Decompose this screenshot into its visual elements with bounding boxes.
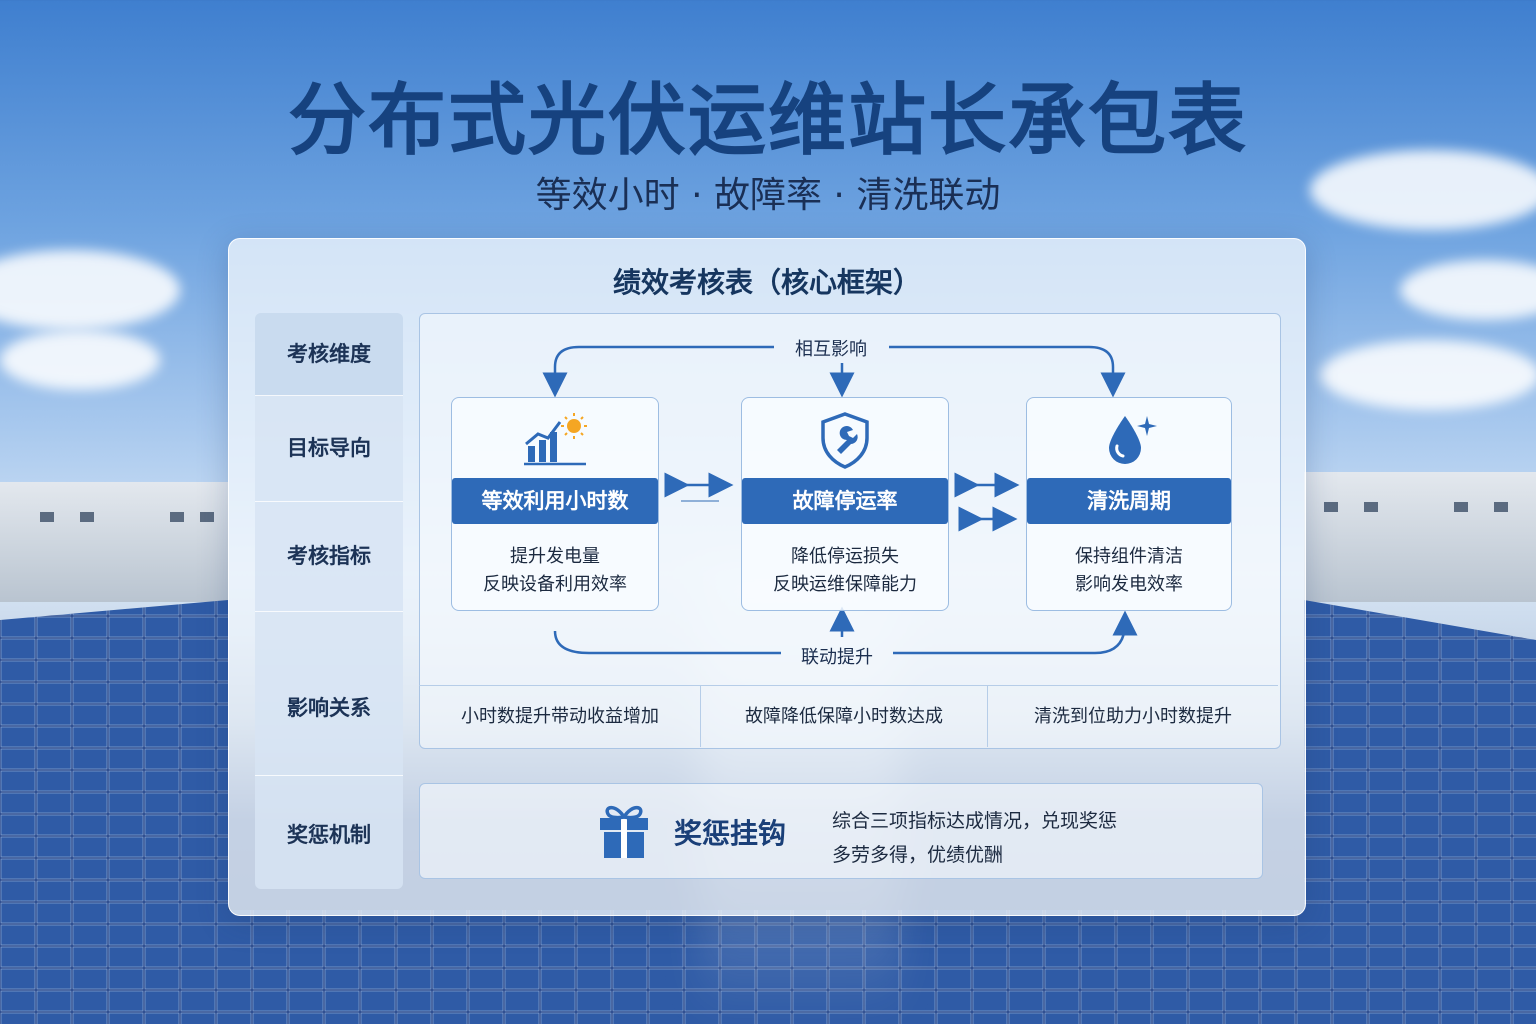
dimension-label: 考核维度 xyxy=(255,313,403,396)
relation-divider xyxy=(987,685,988,747)
kpi-card-equivalent-hours: 等效利用小时数 提升发电量 反映设备利用效率 xyxy=(451,397,659,611)
chart-sun-icon xyxy=(524,413,587,466)
reward-line: 多劳多得，优绩优酬 xyxy=(832,844,1004,866)
bottom-flow-label: 联动提升 xyxy=(801,647,873,668)
card-title: 故障停运率 xyxy=(742,478,948,524)
kpi-card-fault-rate: 故障停运率 降低停运损失 反映运维保障能力 xyxy=(741,397,949,611)
panel-title: 绩效考核表（核心框架） xyxy=(612,266,921,299)
relation-cell: 清洗到位助力小时数提升 xyxy=(988,685,1278,748)
card-title: 清洗周期 xyxy=(1027,478,1231,524)
gift-icon xyxy=(600,805,648,858)
card-title: 等效利用小时数 xyxy=(452,478,658,524)
water-drop-icon xyxy=(1109,416,1157,464)
card-line: 保持组件清洁 xyxy=(1075,546,1183,567)
card-line: 影响发电效率 xyxy=(1075,574,1183,595)
card-line: 反映运维保障能力 xyxy=(773,574,917,595)
reward-title: 奖惩挂钩 xyxy=(674,817,787,850)
dimension-label: 影响关系 xyxy=(255,611,403,776)
cloud xyxy=(0,330,160,390)
cloud xyxy=(0,250,180,330)
page-subtitle: 等效小时 · 故障率 · 清洗联动 xyxy=(535,175,1001,216)
shield-wrench-icon xyxy=(821,412,869,469)
dimension-label: 奖惩机制 xyxy=(287,823,371,847)
relation-divider xyxy=(700,685,701,747)
kpi-panel: 绩效考核表（核心框架） 考核维度 目标导向 考核指标 影响关系 奖惩机制 相互影… xyxy=(228,238,1306,916)
card-line: 降低停运损失 xyxy=(791,546,899,567)
relation-cell: 故障降低保障小时数达成 xyxy=(701,685,987,748)
kpi-card-cleaning-cycle: 清洗周期 保持组件清洁 影响发电效率 xyxy=(1026,397,1232,611)
dimension-label: 目标导向 xyxy=(255,395,403,502)
dimension-label: 考核指标 xyxy=(255,501,403,612)
building-right xyxy=(1304,472,1536,602)
reward-box: 奖惩挂钩 综合三项指标达成情况，兑现奖惩 多劳多得，优绩优酬 xyxy=(419,783,1263,879)
relation-cell: 小时数提升带动收益增加 xyxy=(419,685,701,748)
flow-arrows xyxy=(542,345,1138,655)
card-line: 提升发电量 xyxy=(510,546,600,567)
cloud xyxy=(1400,260,1536,320)
cloud xyxy=(1310,150,1536,230)
cloud xyxy=(1320,340,1536,410)
page-title: 分布式光伏运维站长承包表 xyxy=(287,76,1248,166)
top-flow-label: 相互影响 xyxy=(795,339,867,360)
card-line: 反映设备利用效率 xyxy=(483,574,627,595)
reward-line: 综合三项指标达成情况，兑现奖惩 xyxy=(832,810,1118,832)
dimension-column: 考核维度 目标导向 考核指标 影响关系 奖惩机制 xyxy=(255,313,403,889)
building-left xyxy=(0,482,228,602)
